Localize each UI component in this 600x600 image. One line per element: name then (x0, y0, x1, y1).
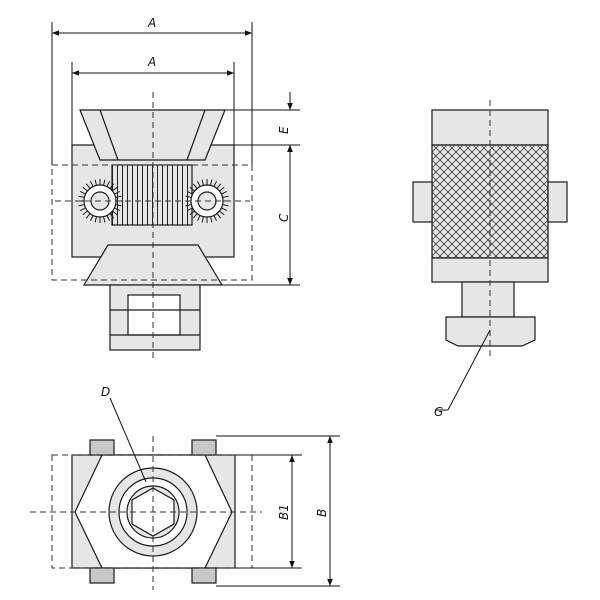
label-e: E (277, 126, 291, 134)
label-a-outer: A (147, 16, 156, 30)
dim-e-c (222, 92, 300, 286)
label-g: G (434, 405, 443, 419)
side-left-tab (412, 181, 433, 223)
plan-tab-tl (89, 439, 115, 456)
label-a-inner: A (147, 55, 156, 69)
plan-tab-br (191, 567, 217, 584)
leader-d (109, 397, 147, 483)
label-b1: B1 (277, 504, 291, 520)
front-hidden-lines (51, 92, 253, 360)
label-d: D (101, 385, 110, 399)
plan-tab-bl (89, 567, 115, 584)
side-stem (461, 281, 515, 318)
label-b: B (315, 509, 329, 517)
plan-centerlines (30, 436, 262, 590)
leader-g (447, 329, 491, 411)
dim-a-inner (71, 62, 235, 145)
center-screw-block (111, 164, 193, 226)
plan-tab-tr (191, 439, 217, 456)
label-c: C (277, 213, 291, 222)
side-right-tab (547, 181, 568, 223)
dim-b1-b (216, 435, 340, 587)
dim-a-outer (51, 22, 253, 165)
